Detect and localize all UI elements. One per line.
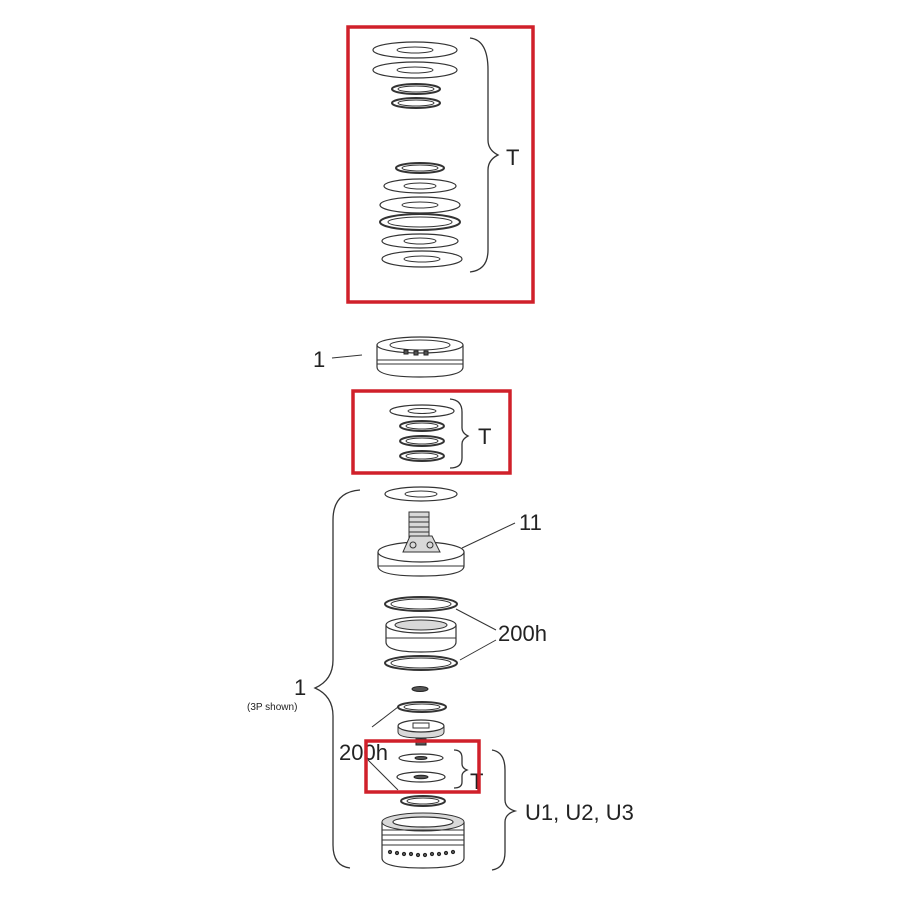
part-11-base [377, 511, 465, 577]
cap-hole [422, 852, 428, 858]
washer [372, 41, 458, 59]
washer-hole [403, 237, 437, 245]
small-washer-hole [413, 774, 429, 780]
flat-washer-hole [404, 490, 438, 498]
label-t-middle: T [478, 424, 491, 449]
label-1-left: 1 [294, 675, 306, 700]
washer-hole [407, 408, 437, 414]
highlight-box-middle [351, 389, 512, 475]
flat-washer [384, 486, 458, 502]
washer-hole [401, 201, 439, 209]
o-ring-inner [401, 164, 439, 172]
cap-hole [394, 850, 400, 856]
boss-hole [426, 541, 434, 549]
brace-left-assembly [313, 489, 361, 869]
cap-hole [436, 851, 442, 857]
cap-hole [429, 851, 435, 857]
leader-200h-b [459, 639, 497, 661]
boss-hole [409, 541, 417, 549]
cap-hole [450, 849, 456, 855]
washer-hole [403, 255, 441, 263]
housing-top [376, 336, 464, 354]
label-1-top: 1 [313, 347, 325, 372]
leader-200h-a [455, 608, 497, 631]
brace-u-series [491, 749, 518, 871]
valve-top [397, 719, 445, 733]
housing-hole [403, 349, 409, 355]
cap-hole [408, 851, 414, 857]
ring-200h-top [384, 596, 458, 612]
leader-1-top [331, 354, 363, 359]
cap-hole [443, 850, 449, 856]
small-nut [411, 686, 429, 692]
highlight-box-lower [364, 739, 481, 794]
o-ring-inner [405, 422, 439, 430]
washer-hole [396, 66, 434, 74]
washer [381, 250, 463, 268]
washer [381, 233, 459, 249]
washer-hole [396, 46, 434, 54]
small-washer-hole [414, 756, 428, 760]
leader-200h-lower [371, 706, 399, 728]
cap-hole [415, 852, 421, 858]
threaded-stem [408, 511, 430, 539]
housing-hole [423, 350, 429, 356]
label-200h-right: 200h [498, 621, 547, 646]
washer [372, 61, 458, 79]
label-3p-shown: (3P shown) [247, 702, 297, 713]
ring-200h-lower-inner [403, 703, 441, 711]
label-11: 11 [519, 510, 542, 535]
cap-hole [387, 849, 393, 855]
washer [389, 404, 455, 418]
o-ring [379, 213, 461, 231]
middle-washer-stack [389, 404, 455, 462]
housing-inner [389, 339, 451, 351]
brace-middle [449, 398, 470, 469]
cap-hole [401, 851, 407, 857]
top-washer-stack [372, 41, 463, 268]
o-ring-inner [405, 437, 439, 445]
housing-hole [413, 350, 419, 356]
base-boss [402, 535, 441, 553]
part-1-housing [376, 336, 464, 378]
cap-holes [387, 849, 456, 858]
ring-200h-bottom [384, 655, 458, 671]
label-u-series: U1, U2, U3 [525, 800, 634, 825]
label-t-top: T [506, 145, 519, 170]
cartridge-grid [394, 619, 448, 631]
o-ring-inner [397, 99, 435, 107]
housing-side [376, 345, 464, 378]
bottom-cap [381, 812, 465, 869]
o-ring-inner [387, 216, 453, 228]
leader-11 [461, 522, 516, 549]
ring-200h-bottom-inner [390, 657, 452, 669]
brace-lower [453, 749, 469, 789]
filter-cartridge [385, 616, 457, 653]
ring-200h-top-inner [390, 598, 452, 610]
washer [379, 196, 461, 214]
label-200h-lower: 200h [339, 740, 388, 765]
o-ring-inner [405, 452, 439, 460]
washer [383, 178, 457, 194]
cap-opening [392, 816, 454, 828]
highlight-box-top [346, 25, 535, 304]
valve-slot [412, 722, 430, 729]
valve-disc [397, 719, 445, 739]
leader-200h-lower-b [367, 759, 399, 791]
washer-hole [403, 182, 437, 190]
o-ring-inner [397, 85, 435, 93]
brace-top [469, 37, 500, 273]
o-ring-cap-inner [406, 797, 440, 805]
